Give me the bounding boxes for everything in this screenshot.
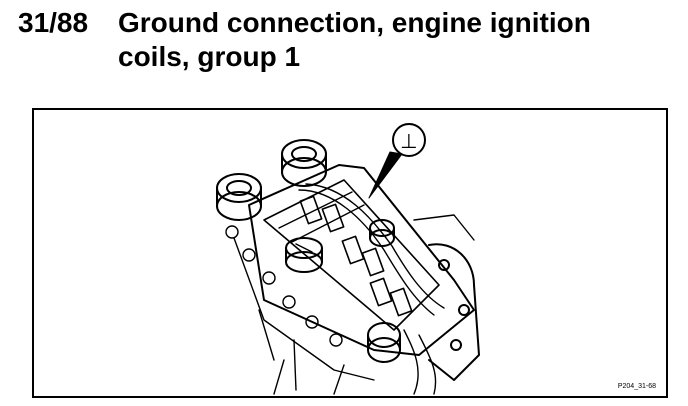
oil-filler-cap bbox=[285, 237, 323, 273]
camshaft-pulley-right bbox=[281, 139, 327, 187]
engine-ignition-coils-illustration: ⊥ bbox=[216, 123, 480, 395]
lower-block-outline bbox=[273, 359, 345, 395]
engine-illustration-frame: ⊥ P204_31-6 bbox=[32, 108, 668, 398]
ground-connection-callout: ⊥ bbox=[368, 123, 426, 199]
section-title: Ground connection, engine ignition coils… bbox=[118, 7, 591, 72]
sensor-cap bbox=[369, 219, 395, 247]
side-bolts bbox=[225, 225, 375, 391]
right-housing bbox=[403, 214, 480, 395]
camshaft-pulley-left bbox=[216, 173, 262, 221]
front-pulley bbox=[367, 322, 401, 363]
cylinder-head-outline bbox=[248, 164, 475, 356]
ground-symbol: ⊥ bbox=[400, 129, 417, 153]
section-number: 31/88 bbox=[18, 7, 89, 38]
figure-code: P204_31-68 bbox=[617, 383, 656, 390]
coil-wiring-harness bbox=[298, 189, 435, 316]
ignition-coils bbox=[299, 195, 413, 317]
